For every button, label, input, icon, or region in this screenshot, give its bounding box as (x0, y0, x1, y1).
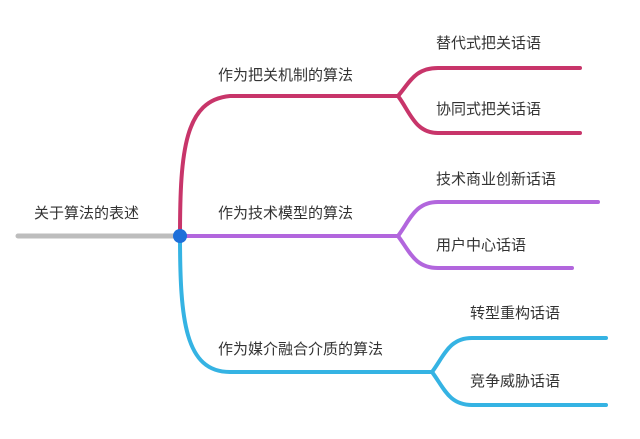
branch-3-child-2-label: 竞争威胁话语 (470, 372, 560, 390)
branch-3-child-2-connector (430, 370, 608, 407)
branch-3-child-1-connector (430, 336, 608, 374)
branch-2-label: 作为技术模型的算法 (218, 204, 353, 222)
branch-1-connector (178, 94, 400, 238)
branch-2-child-1-connector (396, 200, 600, 238)
branch-3-child-1-label: 转型重构话语 (470, 304, 560, 322)
root-label: 关于算法的表述 (34, 204, 139, 222)
branch-2-child-2-label: 用户中心话语 (436, 236, 526, 254)
root-node (173, 229, 187, 243)
branch-1-label: 作为把关机制的算法 (218, 66, 353, 84)
branch-1-child-2-connector (396, 94, 582, 135)
branch-2-child-2-connector (396, 234, 574, 270)
branch-1-child-1-label: 替代式把关话语 (436, 34, 541, 52)
branch-3-label: 作为媒介融合介质的算法 (218, 340, 383, 358)
branch-1-child-2-label: 协同式把关话语 (436, 100, 541, 118)
branch-1-child-1-connector (396, 66, 582, 98)
branch-2-child-1-label: 技术商业创新话语 (436, 170, 556, 188)
branch-3-connector (178, 234, 434, 374)
